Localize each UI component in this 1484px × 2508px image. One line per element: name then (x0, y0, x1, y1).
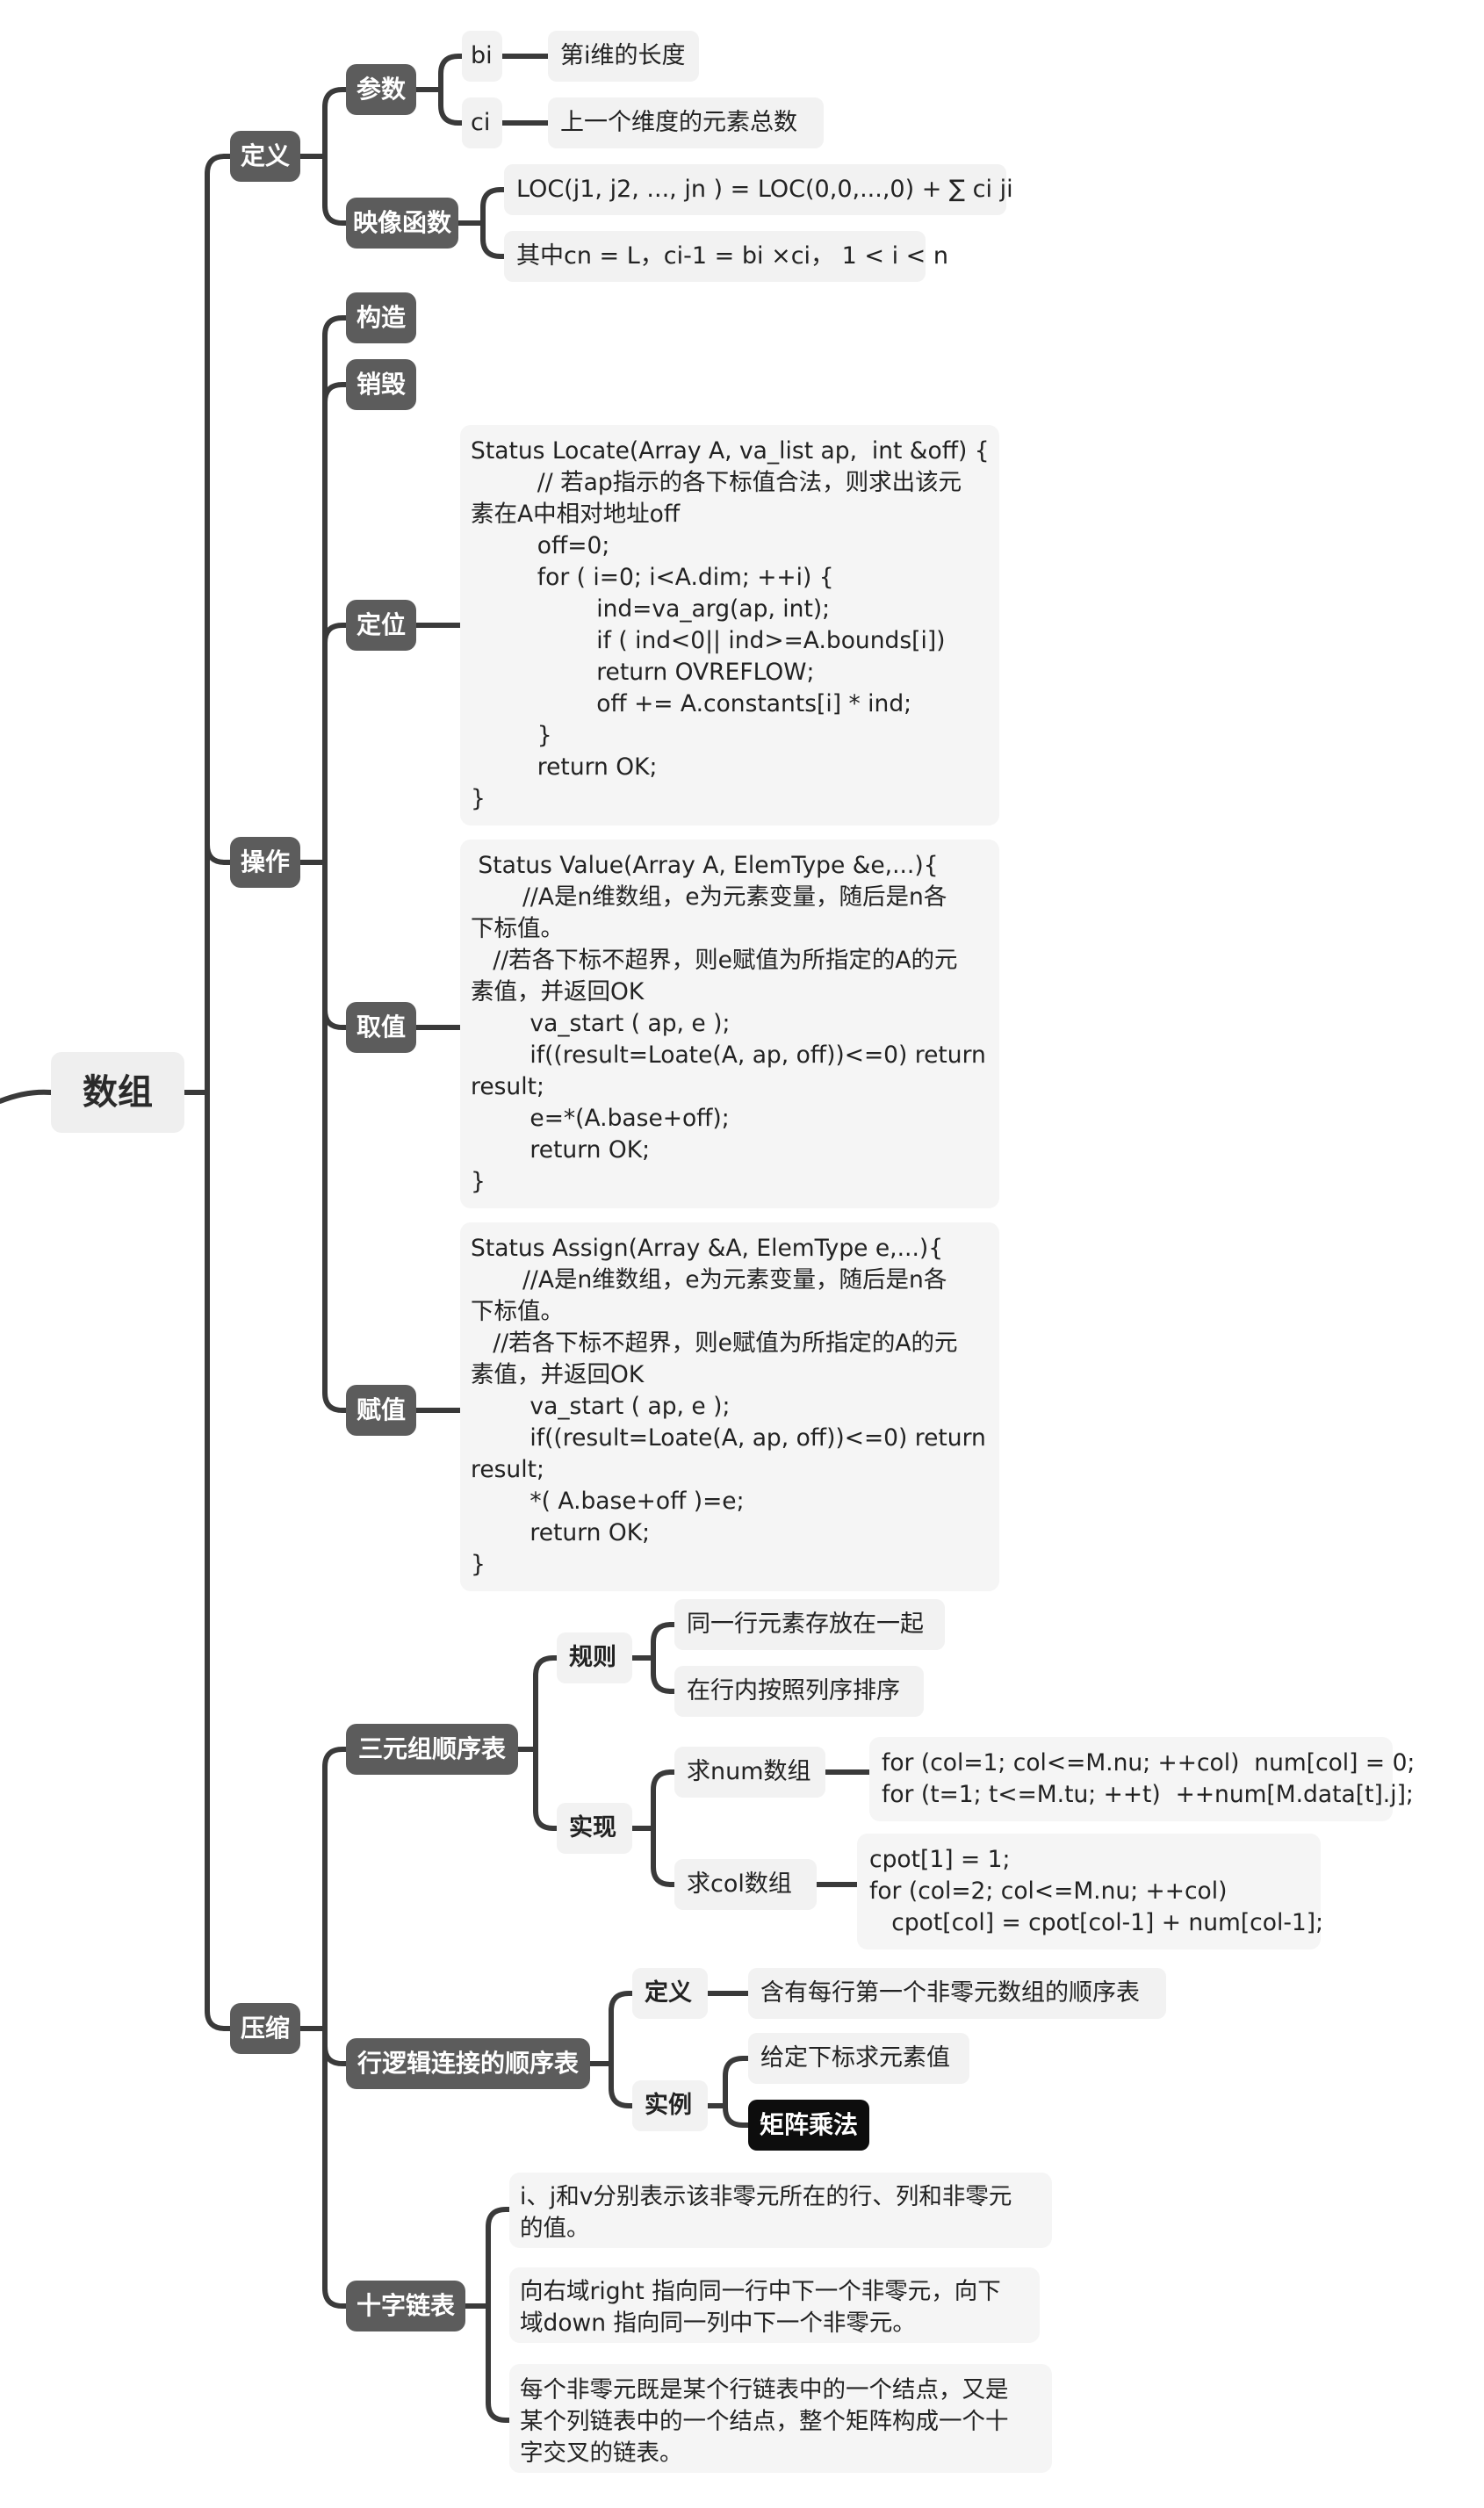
node-value[interactable]: 取值 (346, 1002, 416, 1053)
node-definition[interactable]: 定义 (230, 131, 300, 182)
node-rowlink-example[interactable]: 实例 (632, 2080, 708, 2131)
root-node[interactable]: 数组 (51, 1052, 184, 1133)
leaf-rowlink-definition[interactable]: 含有每行第一个非零元数组的顺序表 (748, 1968, 1166, 2019)
leaf-rule-1[interactable]: 同一行元素存放在一起 (674, 1599, 945, 1650)
leaf-ci-desc[interactable]: 上一个维度的元素总数 (548, 97, 824, 148)
node-compression[interactable]: 压缩 (230, 2003, 300, 2054)
node-row-linked-table[interactable]: 行逻辑连接的顺序表 (346, 2038, 590, 2089)
node-rules[interactable]: 规则 (557, 1632, 632, 1683)
leaf-example-matrix-multiplication[interactable]: 矩阵乘法 (748, 2100, 869, 2151)
leaf-ci[interactable]: ci (462, 97, 502, 148)
leaf-cross-item-3[interactable]: 每个非零元既是某个行链表中的一个结点，又是 某个列链表中的一个结点，整个矩阵构成… (509, 2364, 1052, 2473)
leaf-rule-2[interactable]: 在行内按照列序排序 (674, 1666, 924, 1717)
node-cross-linked-list[interactable]: 十字链表 (346, 2281, 465, 2331)
code-num-array[interactable]: for (col=1; col<=M.nu; ++col) num[col] =… (869, 1737, 1415, 1821)
code-locate[interactable]: Status Locate(Array A, va_list ap, int &… (460, 425, 999, 825)
node-col-array[interactable]: 求col数组 (674, 1859, 817, 1910)
leaf-cross-item-1[interactable]: i、j和v分别表示该非零元所在的行、列和非零元 的值。 (509, 2173, 1052, 2248)
leaf-bi[interactable]: bi (462, 31, 502, 82)
node-parameters[interactable]: 参数 (346, 64, 416, 115)
node-num-array[interactable]: 求num数组 (674, 1747, 825, 1798)
node-rowlink-definition[interactable]: 定义 (632, 1968, 708, 2019)
leaf-mapping-note[interactable]: 其中cn = L，ci-1 = bi ×ci， 1 < i < n (504, 231, 948, 282)
leaf-mapping-formula[interactable]: LOC(j1, j2, ..., jn ) = LOC(0,0,...,0) +… (504, 164, 1013, 215)
node-locate[interactable]: 定位 (346, 600, 416, 651)
leaf-bi-desc[interactable]: 第i维的长度 (548, 31, 699, 82)
node-destroy[interactable]: 销毁 (346, 359, 416, 410)
node-construct[interactable]: 构造 (346, 292, 416, 343)
code-value[interactable]: Status Value(Array A, ElemType &e,...){ … (460, 840, 999, 1208)
node-triple-table[interactable]: 三元组顺序表 (346, 1724, 518, 1775)
node-operations[interactable]: 操作 (230, 837, 300, 888)
leaf-example-get-element[interactable]: 给定下标求元素值 (748, 2033, 969, 2084)
node-implementation[interactable]: 实现 (557, 1803, 632, 1854)
code-col-array[interactable]: cpot[1] = 1; for (col=2; col<=M.nu; ++co… (857, 1834, 1323, 1949)
code-assign[interactable]: Status Assign(Array &A, ElemType e,...){… (460, 1222, 999, 1591)
leaf-cross-item-2[interactable]: 向右域right 指向同一行中下一个非零元，向下 域down 指向同一列中下一个… (509, 2267, 1040, 2343)
node-mapping-function[interactable]: 映像函数 (346, 198, 458, 249)
node-assign[interactable]: 赋值 (346, 1385, 416, 1436)
